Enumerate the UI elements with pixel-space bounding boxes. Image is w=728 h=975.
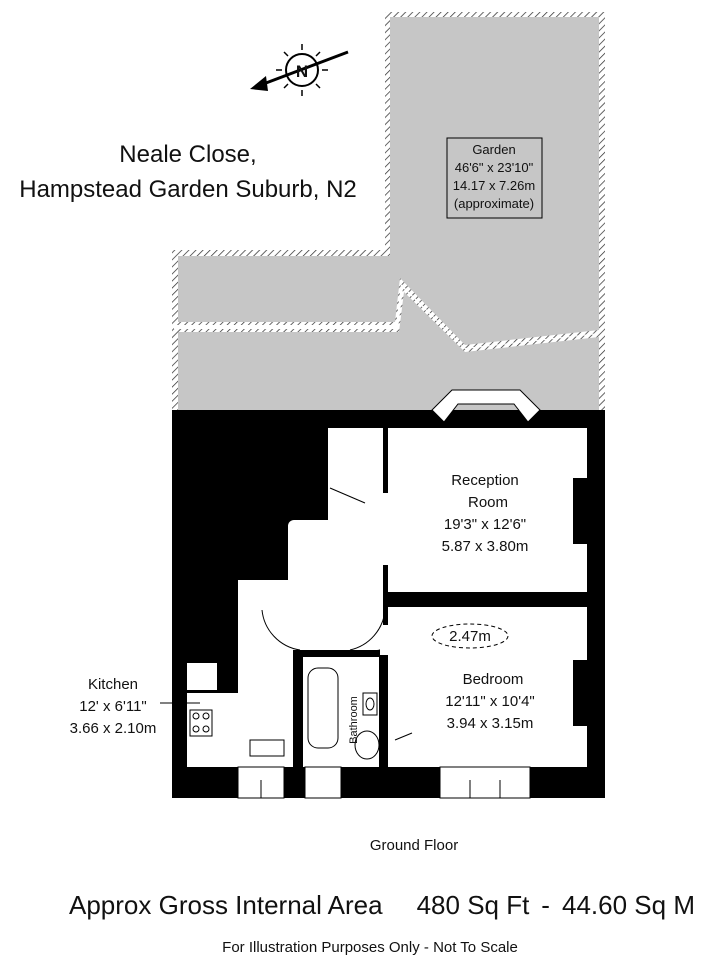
bedroom-name: Bedroom — [463, 671, 524, 688]
fixtures — [189, 487, 509, 760]
reception-name-1: Reception — [451, 472, 519, 489]
garden-imperial: 46'6" x 23'10" — [455, 160, 534, 175]
disclaimer: For Illustration Purposes Only - Not To … — [222, 939, 518, 956]
garden-note: (approximate) — [454, 196, 534, 211]
bathroom-label: Bathroom — [348, 696, 360, 744]
area-sqft: 480 Sq Ft — [417, 890, 531, 920]
kitchen-name: Kitchen — [88, 676, 138, 693]
reception-imperial: 19'3" x 12'6" — [444, 516, 526, 533]
compass-label: N — [296, 62, 308, 81]
fireplaces — [573, 478, 589, 726]
rooms-interior — [187, 428, 587, 767]
garden-area — [172, 12, 605, 412]
bedroom-metric: 3.94 x 3.15m — [447, 715, 534, 732]
reception-name-2: Room — [468, 494, 508, 511]
garden-name: Garden — [472, 142, 515, 157]
kitchen-metric: 3.66 x 2.10m — [70, 720, 157, 737]
floor-label: Ground Floor — [370, 837, 458, 854]
kitchen-imperial: 12' x 6'11" — [79, 698, 147, 715]
address-line1: Neale Close, — [119, 141, 256, 168]
address-line2: Hampstead Garden Suburb, N2 — [19, 176, 357, 203]
windows — [237, 389, 541, 799]
compass-icon: N — [250, 44, 349, 96]
bedroom-ceiling-height: 2.47m — [449, 628, 491, 645]
area-sqm: 44.60 Sq M — [562, 890, 695, 920]
reception-metric: 5.87 x 3.80m — [442, 538, 529, 555]
area-separator: - — [541, 890, 550, 920]
area-label: Approx Gross Internal Area — [69, 890, 383, 920]
garden-metric: 14.17 x 7.26m — [453, 178, 535, 193]
bedroom-imperial: 12'11" x 10'4" — [445, 693, 535, 710]
